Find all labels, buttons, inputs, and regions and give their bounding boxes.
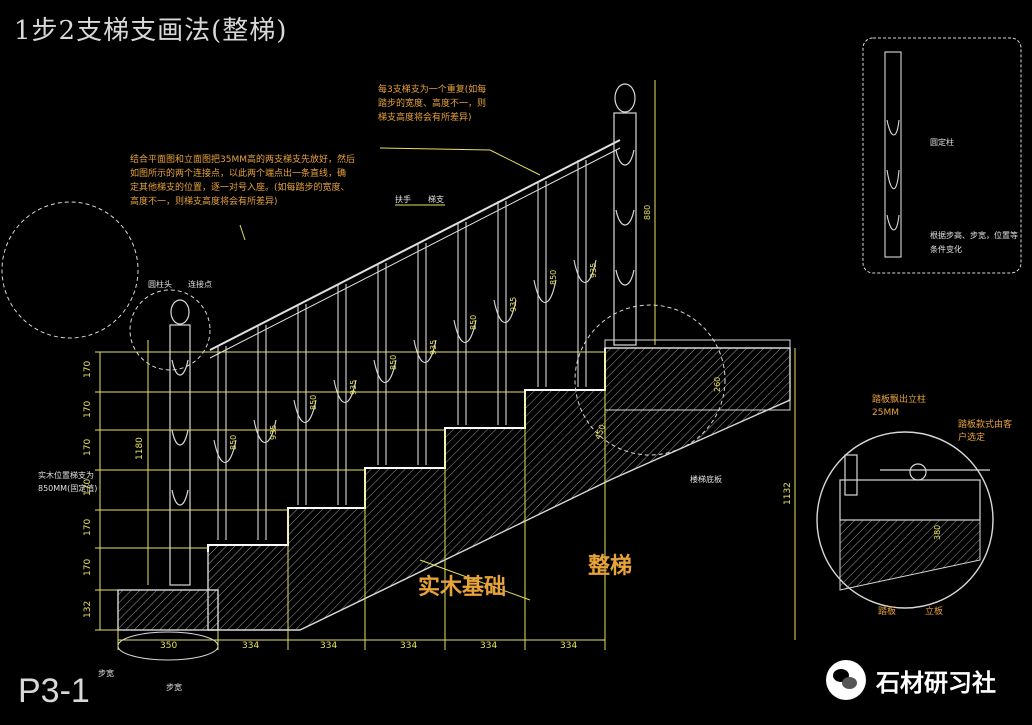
left-note-2: 850MM(固定值) xyxy=(38,483,97,493)
dim-bal-2: 935 xyxy=(269,425,278,440)
dim-riser-5: 170 xyxy=(83,519,93,536)
dim-tread-1: 334 xyxy=(242,641,259,651)
circle-note-6: 立板 xyxy=(925,605,943,617)
dim-tread-3: 334 xyxy=(400,641,417,651)
note-top-1: 每3支梯支为一个重复(如每 xyxy=(378,83,486,95)
dim-bal-4: 935 xyxy=(349,380,358,395)
detail-circle-right xyxy=(816,431,994,609)
page-title: 1步2支梯支画法(整梯) xyxy=(14,16,288,46)
dimension-lines-bottom xyxy=(117,352,606,650)
dim-bal-10: 935 xyxy=(589,263,598,278)
label-baluster: 梯支 xyxy=(428,194,444,204)
dim-riser-1: 170 xyxy=(83,361,93,378)
base-block xyxy=(117,589,219,631)
dim-riser-2: 170 xyxy=(83,401,93,418)
dim-slab: 260 xyxy=(713,377,722,392)
detail-circle-bottom xyxy=(129,289,211,371)
label-connect-point: 连接点 xyxy=(188,279,212,289)
brand-text: 石材研习社 xyxy=(876,668,996,697)
inset-box xyxy=(862,37,1022,274)
label-dome: 圆柱头 xyxy=(148,279,172,289)
dim-bal-9: 850 xyxy=(549,270,558,285)
inset-note-2: 根据步高、步宽，位置等 xyxy=(930,230,1018,240)
dim-bottom: 132 xyxy=(83,601,93,618)
circle-note-1: 踏板飘出立柱 xyxy=(872,393,926,405)
step-width-note: 步宽 xyxy=(98,668,114,678)
bottom-newel-post xyxy=(169,299,191,586)
slope-note: 楼梯底板 xyxy=(690,474,722,484)
inset-note-3: 条件变化 xyxy=(930,244,962,254)
dim-bal-7: 850 xyxy=(469,315,478,330)
dim-riser-4: 170 xyxy=(83,479,93,496)
dim-bal-5: 850 xyxy=(389,355,398,370)
circle-note-3: 踏板款式由客 xyxy=(958,418,1012,430)
dim-tread-5: 334 xyxy=(560,641,577,651)
circle-note-4: 户选定 xyxy=(958,431,985,443)
handrail xyxy=(209,139,621,351)
dim-riser-3: 170 xyxy=(83,439,93,456)
note-left-3: 定其他梯支的位置，逐一对号入座。(如每踏步的宽度、 xyxy=(130,181,350,193)
inset-note-1: 圆定柱 xyxy=(930,137,954,147)
top-newel-post xyxy=(613,83,637,346)
dim-tread-first: 350 xyxy=(160,641,177,651)
note-top-3: 梯支高度将会有所差异) xyxy=(378,111,472,123)
dimension-lines-left xyxy=(95,340,605,631)
circle-note-5: 踏板 xyxy=(878,605,896,617)
brand-watermark: 石材研习社 xyxy=(826,660,996,700)
balusters xyxy=(213,160,597,540)
stair-steps-outline xyxy=(207,348,606,552)
dim-riser-6: 170 xyxy=(83,559,93,576)
dim-tread-2: 334 xyxy=(320,641,337,651)
detail-circle-left xyxy=(1,201,139,339)
leader-lines xyxy=(239,147,541,601)
dim-total-height: 1132 xyxy=(783,482,793,505)
note-left-1: 结合平面图和立面图把35MM高的两支梯支先放好，然后 xyxy=(130,153,355,165)
dimension-lines-right xyxy=(654,80,796,640)
step-note: 步宽 xyxy=(166,682,182,692)
dim-newel: 1180 xyxy=(135,437,145,460)
dim-bal-3: 850 xyxy=(309,395,318,410)
note-left-4: 高度不一，则梯支高度将会有所差异) xyxy=(130,195,278,207)
handrail-under xyxy=(209,147,621,359)
detail-circle-landing xyxy=(574,304,726,456)
label-handrail: 扶手 xyxy=(395,194,411,204)
wechat-icon xyxy=(826,660,866,700)
label-whole-stair: 整梯 xyxy=(588,553,632,579)
dim-slope: 450 xyxy=(593,423,607,440)
circle-note-2: 25MM xyxy=(872,408,899,418)
dim-bal-8: 935 xyxy=(509,297,518,312)
dim-tread-4: 334 xyxy=(480,641,497,651)
dim-bal-6: 935 xyxy=(429,340,438,355)
label-solid-base: 实木基础 xyxy=(418,574,506,600)
note-left-2: 如图所示的两个连接点，以此两个端点出一条直线，确 xyxy=(130,167,346,179)
dim-top-newel: 880 xyxy=(643,205,652,220)
right-detail-hatch xyxy=(839,519,981,591)
dim-landing: 380 xyxy=(933,525,942,540)
note-top-2: 踏步的宽度、高度不一，则 xyxy=(378,97,486,109)
page-number: P3-1 xyxy=(18,672,90,710)
left-note-1: 实木位置梯支为 xyxy=(38,470,94,480)
dim-bal-1: 850 xyxy=(229,435,238,450)
inset-baluster xyxy=(884,51,902,258)
